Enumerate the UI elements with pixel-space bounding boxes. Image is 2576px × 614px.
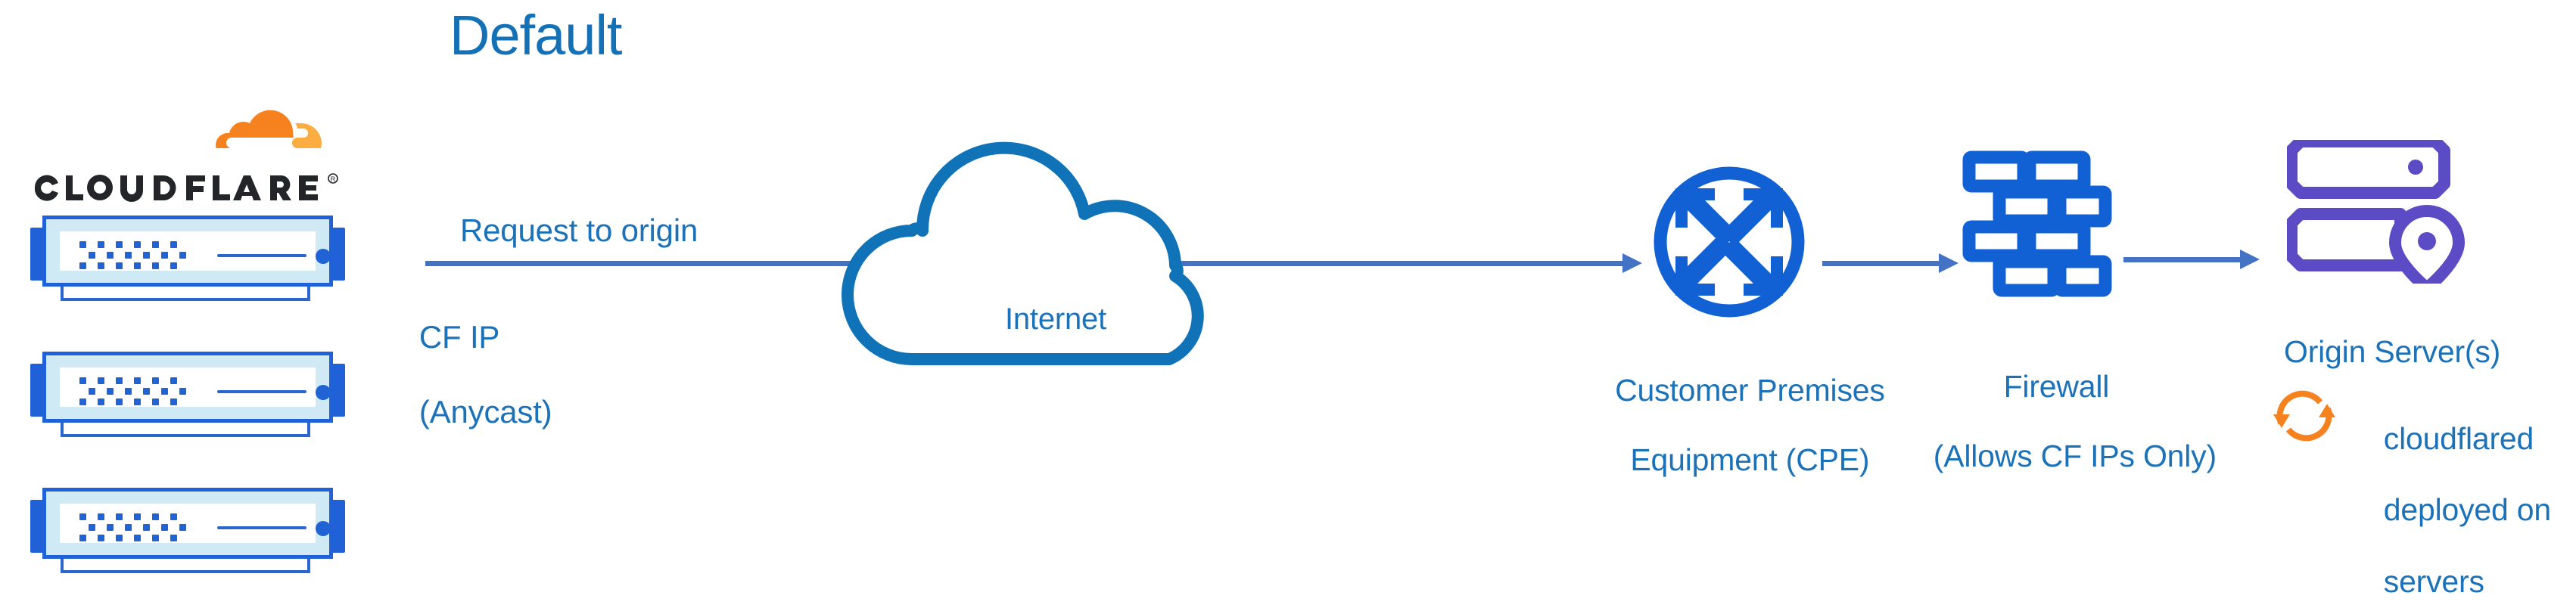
cpe-label: Customer Premises Equipment (CPE) xyxy=(1555,339,1911,513)
server-power-led xyxy=(316,521,331,536)
cloudflare-wordmark: R xyxy=(34,173,338,202)
edge-server-unit-2 xyxy=(30,352,345,439)
edge-server-unit-3 xyxy=(30,488,345,575)
origin-server-label: Origin Server(s) xyxy=(2284,334,2501,369)
server-status-line xyxy=(217,390,306,393)
server-vent-dots xyxy=(79,241,186,270)
cloudflared-note-line-3: servers xyxy=(2383,563,2484,599)
cloudflared-note: cloudflared deployed on servers xyxy=(2350,386,2569,614)
internet-label: Internet xyxy=(1004,302,1107,336)
cloudflare-cloud-logo-icon xyxy=(215,110,322,148)
cf-ip-anycast-label: CF IP (Anycast) xyxy=(384,281,552,468)
arrow-shaft xyxy=(1822,261,1939,266)
arrow-firewall-to-origin xyxy=(2123,250,2260,269)
arrow-head xyxy=(1622,253,1642,273)
refresh-cycle-icon xyxy=(2273,390,2335,442)
arrow-cpe-to-firewall xyxy=(1822,253,1958,273)
arrow-head xyxy=(1939,253,1958,273)
server-status-line xyxy=(217,526,306,529)
cpe-label-line-2: Equipment (CPE) xyxy=(1630,442,1870,477)
firewall-label-line-2: (Allows CF IPs Only) xyxy=(1933,438,2217,473)
arrow-head xyxy=(2240,250,2260,269)
cpe-label-line-1: Customer Premises xyxy=(1615,372,1885,408)
server-vent-dots xyxy=(79,377,186,406)
server-base xyxy=(61,287,310,301)
edge-server-unit-1 xyxy=(30,216,345,302)
svg-text:R: R xyxy=(331,175,336,183)
server-status-line xyxy=(217,254,306,257)
server-chassis xyxy=(42,216,333,287)
server-front-panel xyxy=(60,367,331,407)
server-base xyxy=(61,559,310,573)
request-to-origin-label: Request to origin xyxy=(460,212,698,248)
server-chassis xyxy=(42,488,333,559)
arrow-shaft xyxy=(2123,257,2240,262)
brick-wall-icon xyxy=(1962,150,2112,297)
router-icon xyxy=(1654,166,1805,318)
page-title: Default xyxy=(450,4,622,67)
server-front-panel xyxy=(60,504,331,543)
origin-server-icon xyxy=(2287,140,2465,284)
internet-cloud-icon xyxy=(842,141,1204,365)
cf-ip-line-1: CF IP xyxy=(418,318,500,355)
server-chassis xyxy=(42,352,333,423)
server-power-led xyxy=(316,385,331,400)
server-base xyxy=(61,423,310,437)
cloudflared-note-line-1: cloudflared xyxy=(2383,421,2534,457)
cloudflare-logo: R xyxy=(30,104,363,203)
server-power-led xyxy=(316,249,331,264)
firewall-label-line-1: Firewall xyxy=(2003,368,2110,404)
server-vent-dots xyxy=(79,513,186,542)
cloudflared-note-line-2: deployed on xyxy=(2383,492,2551,528)
firewall-label: Firewall (Allows CF IPs Only) xyxy=(1899,335,2217,509)
server-front-panel xyxy=(60,231,331,271)
cf-ip-line-2: (Anycast) xyxy=(418,393,552,429)
